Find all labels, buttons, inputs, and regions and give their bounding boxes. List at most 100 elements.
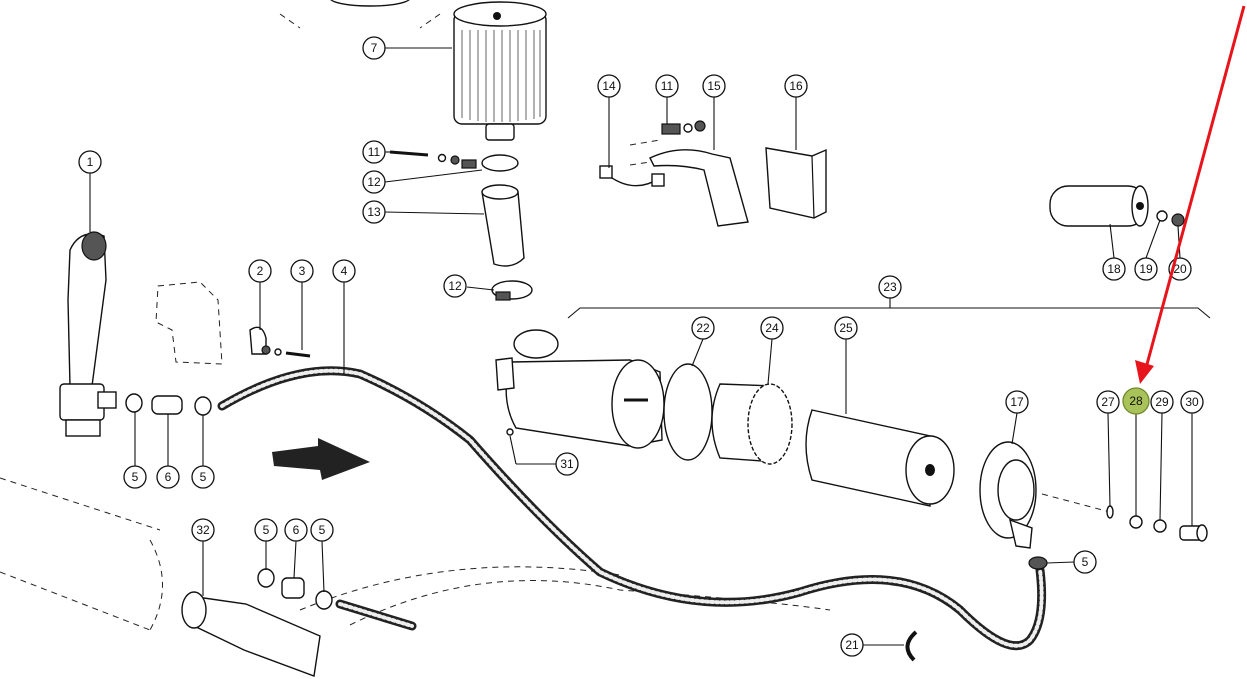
callout-5-c: 5 [1073, 550, 1097, 574]
callout-31: 31 [555, 452, 579, 476]
air-cleaner-housing [495, 329, 665, 449]
svg-text:25: 25 [839, 321, 853, 335]
svg-text:5: 5 [132, 470, 139, 484]
part-14-strap [599, 165, 665, 187]
part-6-sleeve-lower [281, 577, 305, 599]
callout-18: 18 [1102, 257, 1126, 281]
part-15-bracket [649, 149, 749, 227]
callout-32: 32 [191, 518, 215, 542]
svg-text:14: 14 [602, 79, 616, 93]
svg-text:29: 29 [1155, 395, 1169, 409]
part-6-sleeve-upper [151, 395, 183, 415]
svg-text:28: 28 [1129, 394, 1143, 408]
part-1-snorkel-pipe [59, 231, 117, 437]
svg-text:7: 7 [371, 41, 378, 55]
callout-22: 22 [691, 316, 715, 340]
part-12-hose-clamp-lower [491, 280, 533, 301]
svg-text:2: 2 [257, 264, 264, 278]
callout-5-b: 5 [191, 465, 215, 489]
part-16-plate [765, 147, 827, 219]
part-27-pin [1106, 505, 1114, 519]
svg-text:15: 15 [707, 79, 721, 93]
svg-text:24: 24 [765, 321, 779, 335]
part-5-clamp-lower-left [257, 568, 275, 588]
callout-13: 13 [362, 200, 386, 224]
group-bracket-23 [567, 307, 1211, 319]
svg-text:12: 12 [367, 175, 381, 189]
callout-24: 24 [760, 316, 784, 340]
callout-17: 17 [1005, 390, 1029, 414]
callout-25: 25 [834, 316, 858, 340]
part-25-filter-cartridge [805, 409, 955, 507]
svg-text:11: 11 [368, 145, 381, 159]
callout-16: 16 [784, 74, 808, 98]
svg-text:6: 6 [165, 470, 172, 484]
part-13-elbow-hose [481, 184, 525, 267]
callout-4: 4 [332, 259, 356, 283]
part-32-tailpipe [181, 591, 321, 677]
svg-text:21: 21 [845, 638, 859, 652]
flow-direction-arrow [272, 438, 370, 480]
svg-text:20: 20 [1173, 262, 1187, 276]
callout-11-b: 11 [655, 74, 679, 98]
svg-text:32: 32 [196, 523, 210, 537]
svg-text:18: 18 [1107, 262, 1121, 276]
callout-29: 29 [1150, 390, 1174, 414]
callout-7: 7 [362, 36, 386, 60]
part-7-filter-canister [330, 0, 547, 141]
dashed-outlines [0, 13, 1111, 631]
callout-5-a: 5 [123, 465, 147, 489]
part-24-fin-element [711, 383, 793, 465]
svg-text:12: 12 [448, 279, 462, 293]
svg-text:22: 22 [696, 321, 710, 335]
svg-text:19: 19 [1139, 262, 1153, 276]
callout-12-b: 12 [443, 274, 467, 298]
part-28-washer [1129, 515, 1143, 529]
part-5-clamp-upper-right [194, 396, 212, 416]
svg-text:23: 23 [883, 280, 897, 294]
svg-text:3: 3 [299, 264, 306, 278]
part-22-seal-ring [663, 363, 713, 461]
part-17-end-cap [979, 441, 1037, 549]
svg-text:5: 5 [1082, 555, 1089, 569]
svg-text:31: 31 [560, 457, 574, 471]
svg-text:30: 30 [1185, 395, 1199, 409]
part-5-clamp-end-cap [1028, 556, 1048, 570]
callout-21: 21 [840, 633, 864, 657]
callout-28-highlighted: 28 [1122, 387, 1150, 415]
callout-23: 23 [878, 275, 902, 299]
svg-text:6: 6 [293, 523, 300, 537]
svg-text:13: 13 [367, 205, 381, 219]
svg-text:5: 5 [200, 470, 207, 484]
svg-text:5: 5 [319, 523, 326, 537]
svg-text:27: 27 [1101, 395, 1115, 409]
callout-2: 2 [248, 259, 272, 283]
callout-27: 27 [1096, 390, 1120, 414]
svg-text:11: 11 [661, 79, 674, 93]
svg-text:16: 16 [789, 79, 803, 93]
part-30-fitting [1179, 524, 1208, 542]
red-pointer-arrow [1135, 5, 1246, 384]
svg-text:17: 17 [1010, 395, 1024, 409]
callout-14: 14 [597, 74, 621, 98]
part-29-washer [1153, 519, 1167, 533]
svg-text:5: 5 [263, 523, 270, 537]
callout-30: 30 [1180, 390, 1204, 414]
part-20-nut [1171, 213, 1185, 227]
lower-hose [335, 599, 417, 631]
callout-1: 1 [78, 150, 102, 174]
part-5-clamp-upper-left [125, 393, 143, 413]
part-18-cylinder [1049, 185, 1149, 227]
part-11-bolt-right [661, 120, 706, 135]
callout-11-a: 11 [362, 140, 386, 164]
part-2-clip [249, 326, 271, 355]
callout-19: 19 [1134, 257, 1158, 281]
callout-6-a: 6 [156, 465, 180, 489]
part-4-hose [217, 366, 1047, 651]
part-3-screw [274, 348, 311, 358]
svg-text:4: 4 [341, 264, 348, 278]
part-12-hose-clamp-upper [461, 154, 519, 172]
callout-5-e: 5 [310, 518, 334, 542]
ghost-bracket [155, 281, 223, 365]
